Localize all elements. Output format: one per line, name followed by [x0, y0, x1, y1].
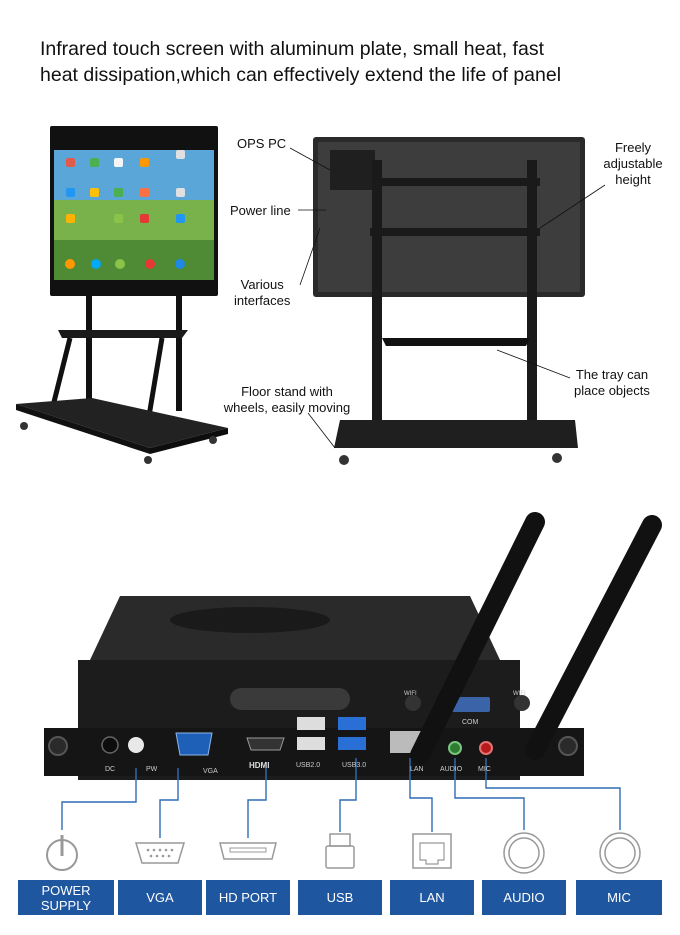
- label-vga: VGA: [118, 880, 202, 915]
- callout-tray-line-2: place objects: [574, 383, 650, 398]
- callout-tray: The tray can place objects: [574, 367, 650, 399]
- callout-freely-line-3: height: [615, 172, 651, 187]
- label-audio: AUDIO: [482, 880, 566, 915]
- power-icon: [46, 835, 78, 871]
- device-label-wifi-left: WIFI: [404, 691, 417, 697]
- label-lan: LAN: [390, 880, 474, 915]
- callout-various-interfaces-line-1: Various: [240, 277, 284, 292]
- device-label-wifi-right: WIFI: [513, 691, 526, 697]
- device-label-audio: AUDIO: [440, 766, 463, 773]
- callout-freely-line-2: adjustable: [603, 156, 663, 171]
- device-label-dc: DC: [105, 766, 116, 773]
- ops-pc-device: [44, 512, 662, 780]
- label-hd-port: HD PORT: [206, 880, 290, 915]
- headline-line-1: Infrared touch screen with aluminum plat…: [40, 38, 544, 60]
- device-label-lan: LAN: [410, 766, 424, 773]
- port-leaders: [61, 758, 621, 838]
- device-label-com: COM: [462, 719, 479, 726]
- label-power-supply: POWER SUPPLY: [18, 880, 114, 915]
- callout-leaders: [289, 147, 606, 449]
- callout-floor-line-1: Floor stand with: [241, 384, 333, 399]
- rear-display-image: [313, 137, 585, 465]
- mic-jack-icon: [599, 832, 641, 874]
- vga-connector-icon: [134, 842, 186, 864]
- label-mic: MIC: [576, 880, 662, 915]
- device-label-usb3: USB3.0: [342, 762, 367, 769]
- lan-connector-icon: [412, 833, 452, 869]
- label-usb: USB: [298, 880, 382, 915]
- callout-various-interfaces: Various interfaces: [234, 277, 290, 309]
- device-label-pw: PW: [146, 766, 158, 773]
- usb-connector-icon: [325, 833, 355, 869]
- callout-various-interfaces-line-2: interfaces: [234, 293, 291, 308]
- device-label-usb2: USB2.0: [296, 762, 321, 769]
- front-display-image: [16, 126, 228, 464]
- callout-freely-line-1: Freely: [614, 140, 652, 155]
- callout-tray-line-1: The tray can: [575, 367, 649, 382]
- audio-jack-icon: [503, 832, 545, 874]
- label-power-supply-line-1: POWER: [41, 882, 91, 898]
- callout-ops-pc: OPS PC: [237, 136, 287, 151]
- headline: Infrared touch screen with aluminum plat…: [40, 36, 660, 88]
- callout-power-line: Power line: [230, 203, 291, 218]
- device-label-vga: VGA: [203, 768, 218, 775]
- device-label-mic: MIC: [478, 766, 491, 773]
- label-power-supply-line-2: SUPPLY: [40, 897, 92, 913]
- callout-freely-adjustable: Freely adjustable height: [598, 140, 668, 188]
- device-label-hdmi: HDMI: [249, 761, 270, 770]
- headline-line-2: heat dissipation,which can effectively e…: [40, 64, 562, 86]
- hdmi-connector-icon: [219, 842, 277, 860]
- callout-floor-stand: Floor stand with wheels, easily moving: [216, 384, 358, 416]
- callout-floor-line-2: wheels, easily moving: [223, 400, 351, 415]
